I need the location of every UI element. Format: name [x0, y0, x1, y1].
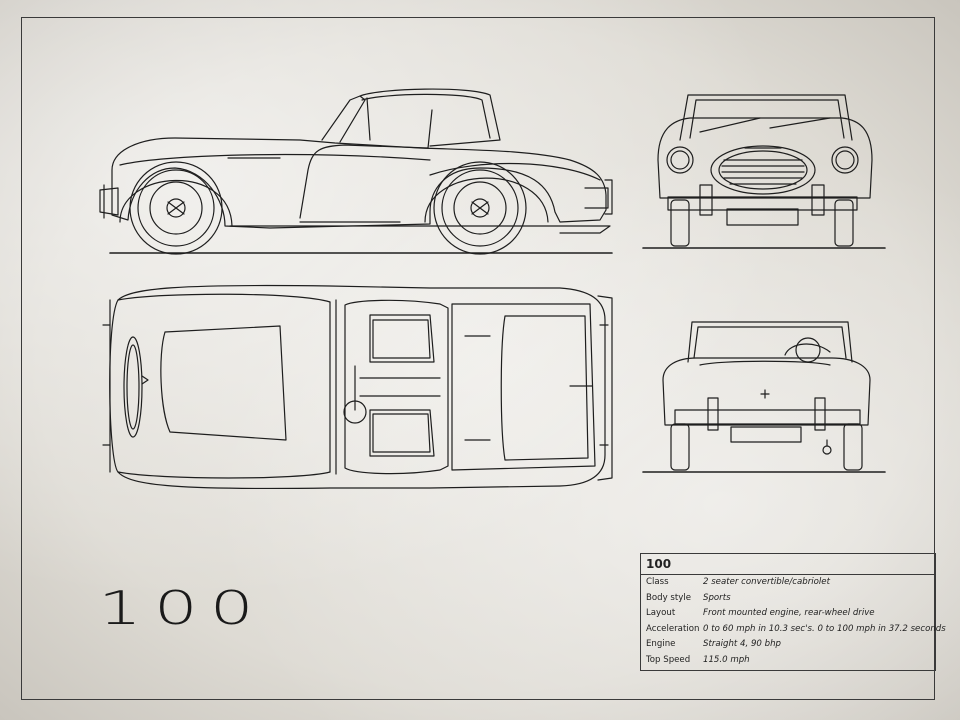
spec-key: Acceleration — [646, 623, 700, 634]
spec-value: 115.0 mph — [703, 654, 750, 665]
spec-row: Body style Sports — [641, 591, 935, 607]
side-view — [99, 88, 613, 255]
rear-view — [642, 321, 886, 473]
front-view — [642, 94, 886, 249]
spec-row: Top Speed 115.0 mph — [641, 653, 935, 669]
spec-row: Acceleration 0 to 60 mph in 10.3 sec's. … — [641, 622, 946, 638]
spec-value: 0 to 60 mph in 10.3 sec's. 0 to 100 mph … — [703, 623, 946, 634]
top-view — [102, 284, 613, 490]
spec-row: Class 2 seater convertible/cabriolet — [641, 575, 935, 591]
spec-value: Sports — [703, 592, 731, 603]
spec-key: Layout — [646, 608, 676, 618]
spec-value: Straight 4, 90 bhp — [703, 639, 781, 649]
spec-key: Top Speed — [646, 654, 691, 665]
model-logo: 100 — [98, 581, 266, 635]
spec-value: Front mounted engine, rear-wheel drive — [703, 608, 875, 618]
spec-value: 2 seater convertible/cabriolet — [703, 577, 830, 587]
spec-row: Layout Front mounted engine, rear-wheel … — [641, 606, 935, 622]
spec-key: Class — [646, 577, 669, 587]
spec-row: Engine Straight 4, 90 bhp — [641, 637, 935, 653]
spec-table: 100 Class 2 seater convertible/cabriolet… — [640, 553, 946, 671]
blueprint-frame — [21, 17, 935, 700]
spec-heading: 100 — [641, 554, 935, 575]
spec-key: Body style — [646, 592, 692, 603]
spec-key: Engine — [646, 639, 676, 649]
